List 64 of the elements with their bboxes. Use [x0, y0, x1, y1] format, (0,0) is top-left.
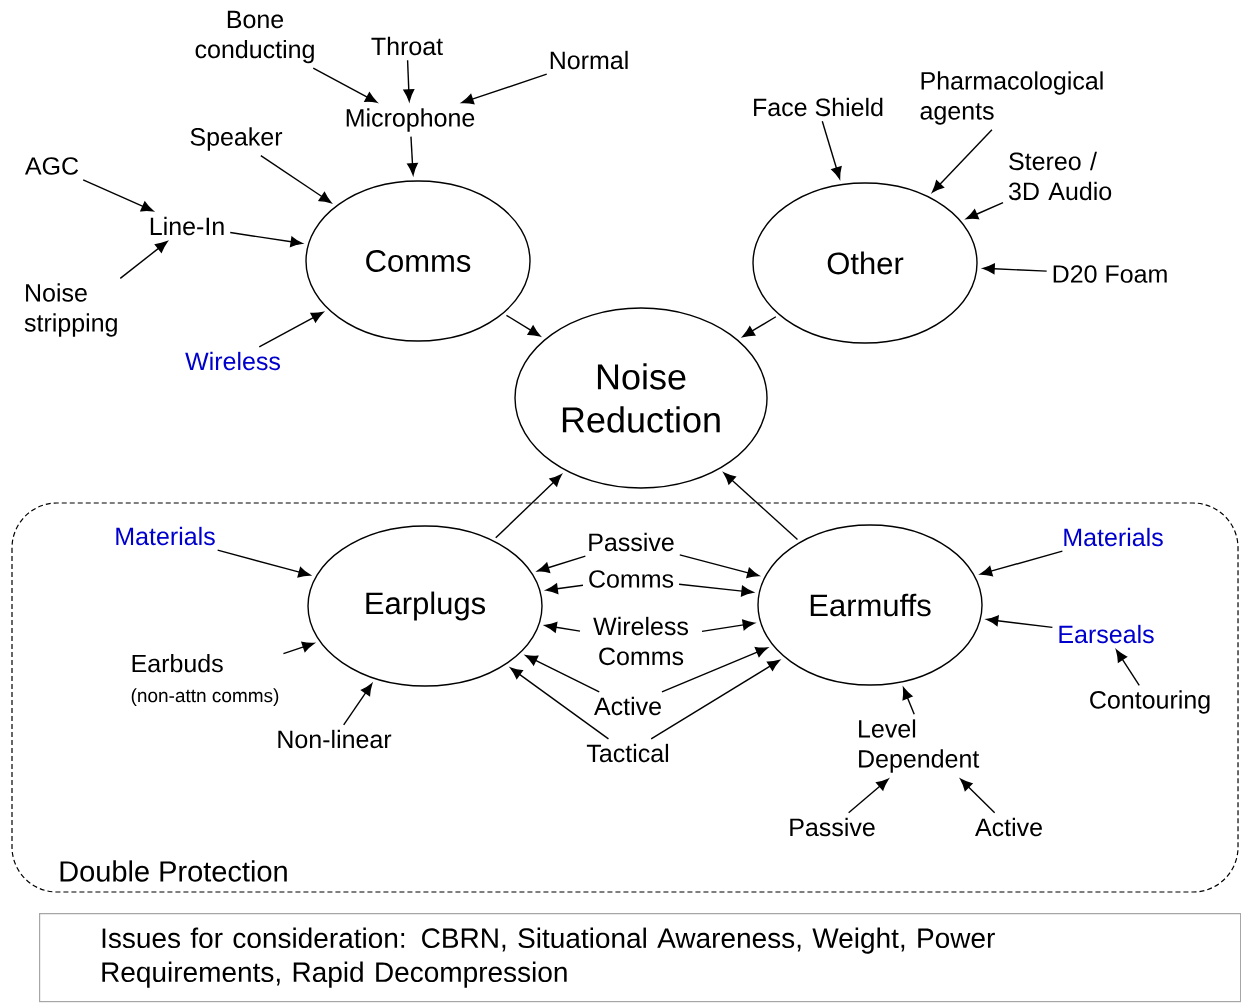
text-label: Active: [975, 817, 1042, 837]
arrow: [505, 314, 541, 337]
arrow: [407, 135, 418, 176]
arrow: [982, 263, 1048, 275]
note-box: Issues for consideration: CBRN, Situational Awareness, Weight, Power Requirements, Rapid Decompression: [39, 913, 1241, 1003]
text-label: Throat: [371, 36, 443, 56]
arrow: [229, 231, 303, 248]
text-label: Earseals: [1059, 624, 1154, 644]
text-label: Microphone: [346, 108, 475, 132]
text-label: Contouring: [1090, 690, 1210, 714]
text-label: Non-linear: [278, 729, 392, 749]
text-label: Line-In: [150, 216, 224, 236]
text-label: AGC: [24, 157, 79, 175]
arrow: [461, 73, 548, 105]
arrow: [661, 647, 768, 693]
text-label: Materials: [116, 526, 215, 546]
arrow: [960, 778, 996, 814]
text-label: Level Dependent: [859, 719, 980, 773]
arrow: [525, 655, 600, 693]
arrow: [701, 619, 755, 633]
arrow: [678, 583, 754, 597]
arrow: [343, 683, 373, 726]
arrow: [282, 641, 315, 655]
arrow: [902, 687, 915, 716]
arrow: [650, 659, 780, 740]
text-label: Speaker: [190, 127, 283, 151]
text-label: Pharmacological agents: [920, 71, 1103, 125]
arrow: [544, 621, 581, 633]
text-label: Tactical: [586, 743, 669, 763]
arrow: [965, 201, 1004, 220]
text-label: Wireless: [185, 351, 280, 371]
arrow: [119, 241, 168, 280]
arrow: [495, 474, 562, 539]
arrow: [82, 179, 154, 212]
text-label: Passive: [589, 532, 674, 552]
arrow: [403, 59, 415, 102]
arrow: [742, 316, 777, 338]
text-label: Normal: [550, 50, 628, 70]
arrow: [679, 554, 760, 579]
arrow: [979, 550, 1064, 577]
text-label: D20 Foam: [1053, 265, 1167, 283]
arrow: [312, 67, 378, 103]
text-label: Wireless Comms: [593, 616, 688, 666]
arrow: [1115, 649, 1140, 687]
text-label: Active: [594, 696, 661, 716]
arrow: [847, 778, 889, 814]
text-label: Bone conducting: [195, 10, 314, 64]
text-label: Face Shield: [754, 97, 883, 117]
arrow: [545, 583, 584, 595]
arrow: [931, 128, 993, 193]
text-label: Passive: [790, 817, 875, 837]
arrow: [260, 154, 332, 204]
text-label: Materials: [1064, 527, 1163, 547]
text-label: Noise stripping: [24, 283, 117, 337]
arrow: [537, 555, 587, 573]
arrow: [821, 120, 842, 180]
arrow: [986, 615, 1054, 629]
arrow: [258, 311, 324, 348]
text-label: Stereo / 3D Audio: [1008, 151, 1112, 201]
text-label: Comms: [589, 570, 674, 588]
text-label: Earbuds (non-attn comms): [131, 654, 279, 707]
arrow: [723, 472, 799, 541]
arrow: [510, 667, 610, 740]
arrow: [216, 549, 311, 578]
